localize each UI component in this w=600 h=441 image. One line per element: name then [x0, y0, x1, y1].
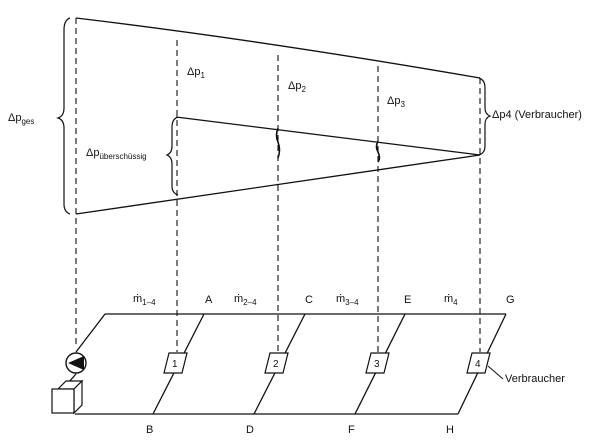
consumer-box-4: 4 [466, 352, 491, 374]
pressure-profile [75, 17, 481, 215]
label-dp-excess: Δpüberschüssig [86, 147, 147, 161]
point-E: E [404, 294, 411, 306]
point-A: A [205, 294, 213, 306]
label-flow-2-4: ṁ2–4 [234, 293, 257, 307]
consumer-box-2: 2 [264, 352, 289, 374]
node-labels: A C E G B D F H [146, 294, 515, 436]
pressure-upper-curve [75, 17, 481, 79]
svg-text:1: 1 [172, 359, 178, 370]
point-B: B [146, 424, 153, 436]
point-C: C [305, 294, 313, 306]
consumer-leader-line [487, 365, 504, 380]
label-flow-3-4: ṁ3–4 [336, 293, 359, 307]
label-dp-3: Δp3 [387, 95, 405, 109]
boiler-icon [51, 379, 84, 415]
excess-upper-line [175, 116, 481, 156]
projection-lines [75, 18, 481, 352]
svg-text:2: 2 [273, 359, 279, 370]
label-dp-1: Δp1 [187, 66, 205, 80]
section-mark-2 [275, 127, 281, 159]
piping-network [67, 313, 507, 415]
brace-excess [165, 116, 179, 196]
label-flow-4: ṁ4 [444, 293, 458, 307]
flow-labels: ṁ1–4 ṁ2–4 ṁ3–4 ṁ4 [133, 293, 458, 307]
label-verbraucher: Verbraucher [505, 373, 565, 385]
section-mark-3 [375, 140, 381, 163]
pump-riser [75, 313, 106, 353]
brace-consumer [478, 77, 492, 156]
label-dp-ges: Δpges [8, 112, 34, 126]
brace-total [56, 17, 71, 215]
consumer-box-1: 1 [163, 352, 188, 374]
svg-text:3: 3 [374, 359, 380, 370]
label-flow-1-4: ṁ1–4 [133, 293, 156, 307]
consumers: 1 2 3 4 [163, 352, 491, 374]
label-dp-consumer: Δp4 (Verbraucher) [492, 109, 582, 121]
label-dp-2: Δp2 [288, 80, 306, 94]
point-H: H [446, 424, 454, 436]
section-marks [275, 127, 381, 163]
point-G: G [506, 294, 515, 306]
consumer-box-3: 3 [365, 352, 390, 374]
svg-text:4: 4 [475, 359, 481, 370]
pressure-lower-line [75, 154, 481, 215]
point-F: F [348, 424, 355, 436]
pump-icon [65, 352, 87, 374]
braces [56, 17, 492, 215]
point-D: D [246, 424, 254, 436]
